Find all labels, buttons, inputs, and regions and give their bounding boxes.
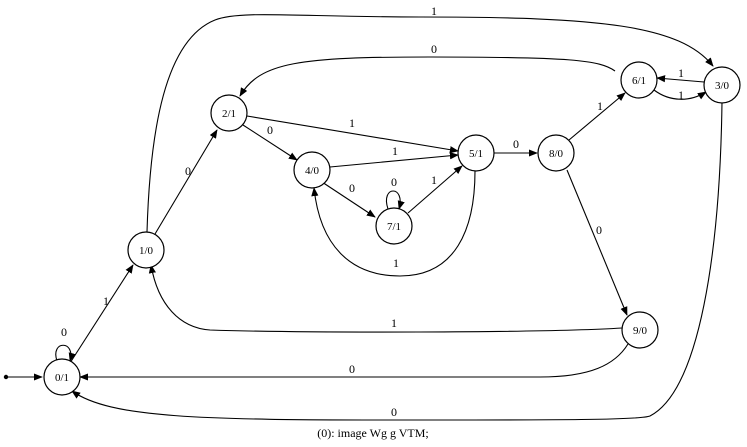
state-label: 8/0 [549, 148, 564, 160]
start-marker [3, 373, 43, 381]
state-node-8: 8/0 [537, 134, 575, 172]
state-label: 2/1 [222, 108, 236, 120]
edge-label: 0 [185, 164, 191, 178]
state-label: 5/1 [469, 148, 483, 160]
edge-4-to-5: 1 [329, 144, 459, 168]
edge-5-to-4: 1 [311, 170, 476, 277]
edge-label: 0 [349, 362, 355, 376]
state-node-3: 3/0 [703, 66, 741, 104]
edge-5-to-8: 0 [493, 137, 538, 157]
state-node-7: 7/1 [375, 207, 413, 245]
edge-6-to-2: 0 [239, 42, 616, 97]
edge-4-to-7: 0 [321, 181, 376, 218]
state-label: 0/1 [55, 372, 69, 384]
edge-2-to-5: 1 [246, 115, 459, 154]
state-node-6: 6/1 [620, 61, 658, 99]
state-node-9: 9/0 [621, 311, 659, 349]
edge-2-to-4: 0 [242, 123, 298, 161]
edge-0-to-0: 0 [55, 325, 76, 362]
edge-label: 1 [678, 66, 684, 80]
edge-label: 0 [391, 405, 397, 419]
edge-3-to-6: 1 [656, 66, 705, 83]
edge-label: 1 [393, 256, 399, 270]
edge-label: 1 [349, 116, 355, 130]
edge-label: 0 [267, 123, 273, 137]
edge-6-to-3: 1 [653, 88, 707, 102]
state-label: 9/0 [633, 325, 648, 337]
state-label: 3/0 [715, 80, 730, 92]
state-node-2: 2/1 [210, 94, 248, 132]
edge-8-to-9: 0 [566, 169, 628, 316]
edge-label: 0 [596, 223, 602, 237]
edge-label: 1 [431, 173, 437, 187]
edge-label: 0 [61, 325, 67, 339]
edge-label: 0 [391, 175, 397, 189]
state-node-0: 0/1 [43, 358, 81, 396]
edge-1-to-2: 0 [154, 129, 218, 235]
state-label: 7/1 [387, 221, 401, 233]
state-label: 6/1 [632, 75, 646, 87]
state-label: 1/0 [139, 245, 154, 257]
edge-label: 1 [391, 316, 397, 330]
edge-label: 1 [431, 4, 437, 18]
edge-label: 1 [392, 144, 398, 158]
edge-7-to-7: 0 [385, 175, 405, 210]
edge-7-to-5: 1 [407, 165, 463, 214]
edge-3-to-0: 0 [71, 101, 723, 421]
state-node-4: 4/0 [293, 151, 331, 189]
diagram-caption: (0): image Wg g VTM; [317, 426, 429, 440]
edge-label: 1 [678, 88, 684, 102]
edge-1-to-3: 1 [146, 4, 714, 233]
state-label: 4/0 [305, 165, 320, 177]
edge-label: 0 [513, 137, 519, 151]
state-node-1: 1/0 [127, 231, 165, 269]
state-node-5: 5/1 [457, 134, 495, 172]
edge-0-to-1: 1 [69, 264, 134, 364]
edge-9-to-0: 0 [79, 343, 629, 381]
edge-label: 1 [103, 294, 109, 308]
edge-label: 1 [597, 99, 603, 113]
edge-label: 0 [349, 181, 355, 195]
edge-8-to-6: 1 [568, 92, 626, 141]
edge-9-to-1: 1 [148, 264, 623, 333]
edge-label: 0 [431, 42, 437, 56]
